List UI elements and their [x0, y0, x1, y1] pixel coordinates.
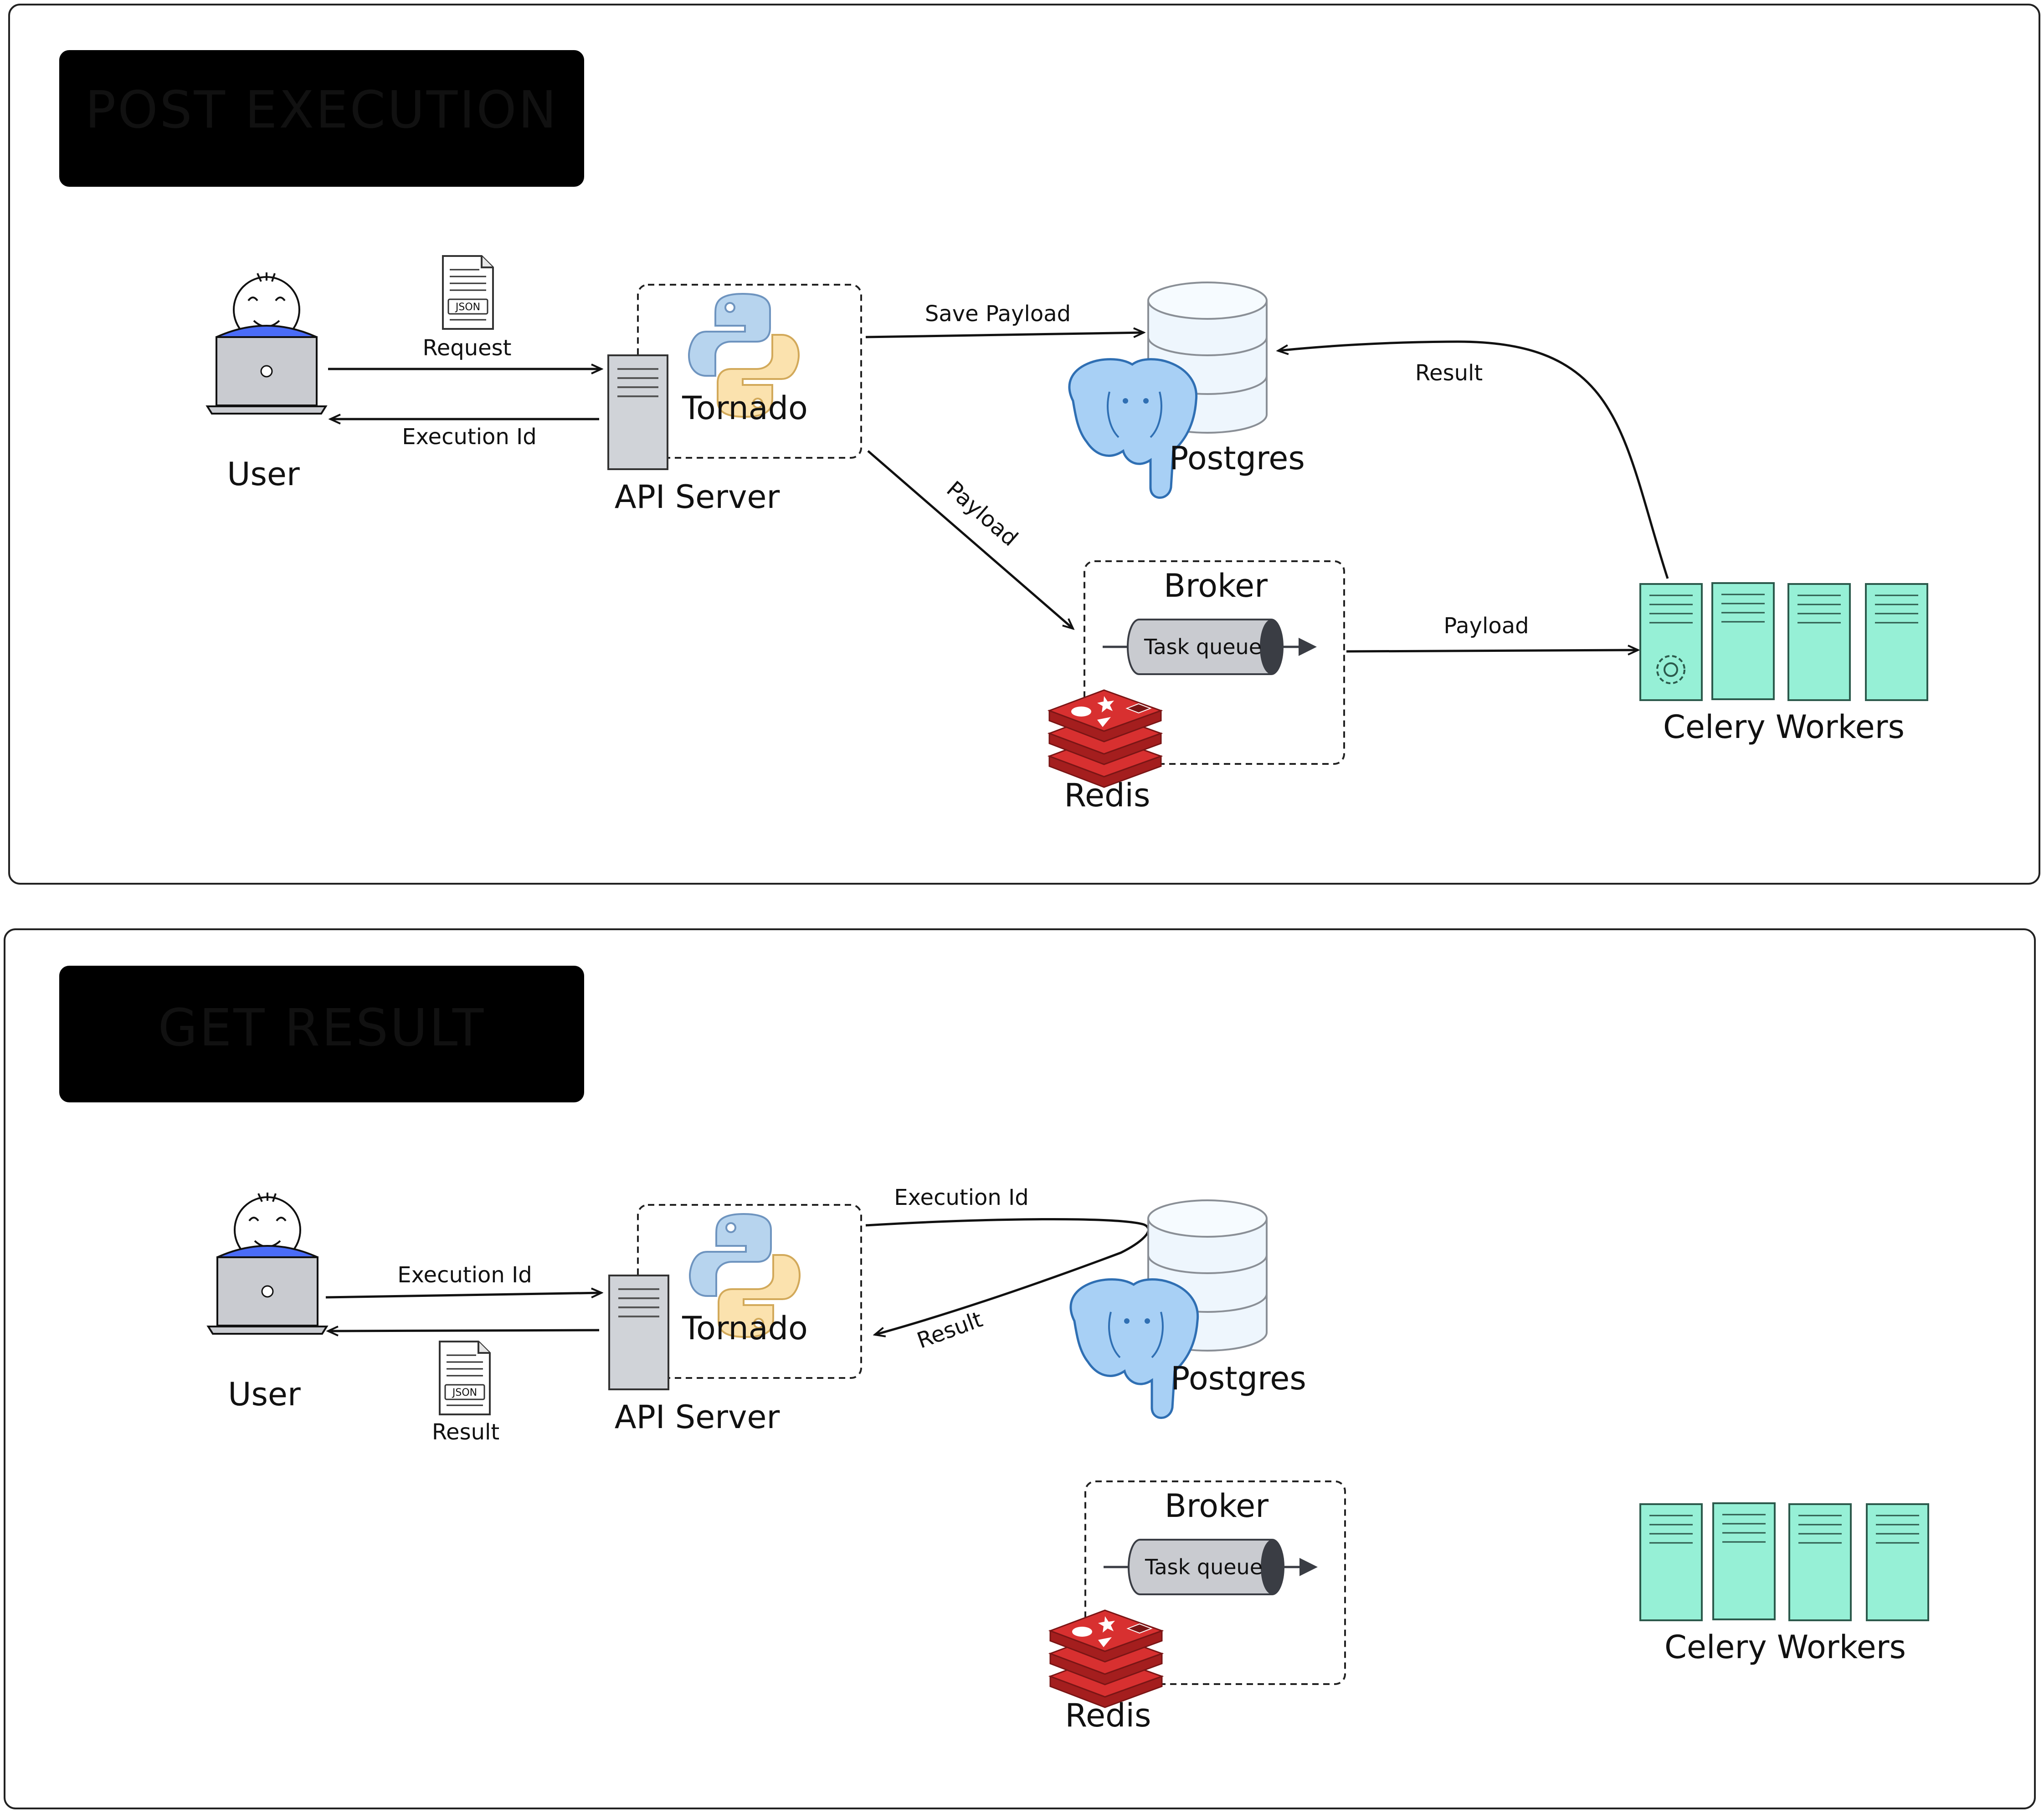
tornado-label: Tornado [682, 1310, 808, 1347]
payload-to-workers-label: Payload [1443, 613, 1529, 639]
task-queue-label: Task queue [1145, 1555, 1263, 1579]
server-icon [608, 1275, 669, 1390]
payload-to-broker-arrow [867, 450, 1073, 629]
db-query-arrow [865, 1218, 1150, 1335]
gear-icon [1656, 655, 1685, 684]
save-payload-arrow [865, 333, 1144, 338]
worker-rack-2 [1712, 1502, 1776, 1620]
execution-id-arrow [325, 1293, 601, 1299]
execution-id-label: Execution Id [402, 424, 536, 450]
worker-rack-4 [1865, 583, 1928, 701]
worker-rack-4 [1866, 1503, 1929, 1621]
worker-rack-3 [1788, 1503, 1852, 1621]
worker-rack-2 [1711, 582, 1775, 700]
redis-label: Redis [1065, 1697, 1151, 1734]
request-label: Request [423, 335, 512, 361]
title-banner [59, 50, 584, 187]
tornado-label: Tornado [682, 389, 808, 427]
json-document-icon [439, 1341, 491, 1415]
task-queue-label: Task queue [1144, 635, 1262, 659]
broker-container [1084, 560, 1345, 765]
postgres-label: Postgres [1169, 440, 1305, 477]
json-document-icon [442, 255, 494, 330]
api-server-label: API Server [615, 1398, 780, 1436]
postgres-label: Postgres [1171, 1360, 1306, 1397]
broker-label: Broker [1165, 1487, 1269, 1525]
user-label: User [227, 456, 300, 493]
execution-id-label: Execution Id [397, 1262, 532, 1288]
save-payload-label: Save Payload [925, 301, 1071, 327]
result-label: Result [1415, 360, 1483, 386]
workers-label: Celery Workers [1664, 1629, 1906, 1666]
redis-icon [1048, 689, 1162, 788]
title-banner [59, 966, 584, 1102]
workers-label: Celery Workers [1663, 708, 1905, 746]
json-badge: JSON [455, 302, 480, 313]
panel-post-execution [8, 4, 2040, 885]
json-badge: JSON [452, 1387, 477, 1398]
redis-label: Redis [1064, 777, 1150, 814]
panel-title: GET RESULT [158, 999, 486, 1058]
redis-icon [1049, 1609, 1163, 1708]
panel-title: POST EXECUTION [85, 81, 559, 140]
broker-label: Broker [1164, 567, 1268, 604]
broker-container [1084, 1480, 1346, 1685]
server-icon [607, 354, 668, 470]
panel-get-result [4, 928, 2036, 1809]
execution-id-to-db-label: Execution Id [894, 1185, 1028, 1210]
worker-rack-3 [1787, 583, 1851, 701]
user-label: User [228, 1376, 301, 1413]
worker-rack-1 [1639, 583, 1703, 701]
api-server-label: API Server [615, 478, 780, 516]
result-label: Result [432, 1419, 499, 1445]
payload-to-workers-arrow [1346, 650, 1638, 651]
worker-rack-1 [1639, 1503, 1703, 1621]
result-arrow [328, 1330, 600, 1331]
result-arrow [1278, 340, 1669, 579]
